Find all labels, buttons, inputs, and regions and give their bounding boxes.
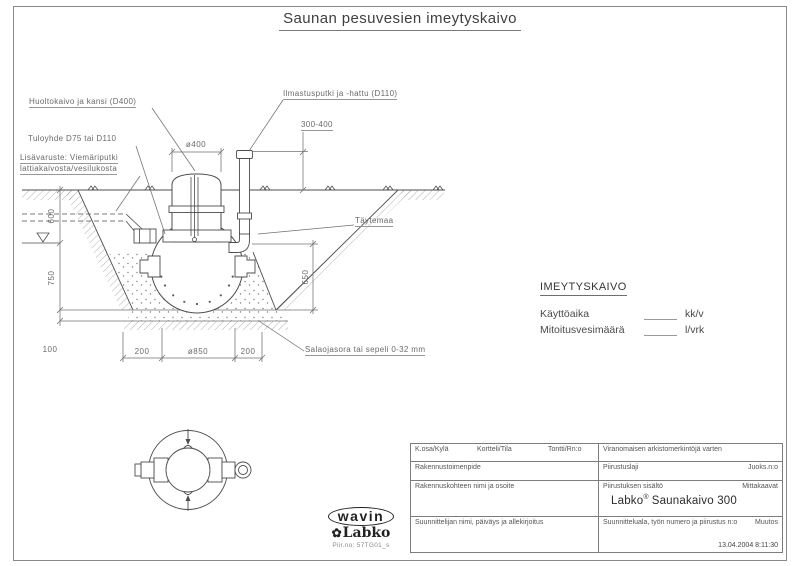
spec-blank-field [644, 309, 677, 320]
tank-right-socket [234, 255, 256, 278]
dim-shaft-diameter: ø400 [186, 140, 206, 149]
callout-taytemaa: Täytemaa [355, 216, 394, 227]
cell-viranomaisen: Viranomaisen arkistomerkintöjä varten [603, 446, 722, 453]
callout-lisavaruste: Lisävaruste: Viemäriputki lattiakaivosta… [20, 153, 118, 175]
spec-blank-field [644, 325, 677, 336]
company-logo: wavin ✿Labko Piir.no: 57TG01_s [318, 507, 404, 549]
spec-row-kayttoaika: Käyttöaika kk/v [540, 308, 720, 320]
cell-suunnittelijan: Suunnittelijan nimi, päiväys ja allekirj… [411, 517, 599, 552]
callout-huoltokaivo: Huoltokaivo ja kansi (D400) [29, 97, 137, 108]
wavin-logo: wavin [327, 507, 395, 526]
spec-label: Mitoitusvesimäärä [540, 324, 625, 336]
labko-flower-icon: ✿ [331, 526, 342, 540]
dim-tank-diameter: ø850 [188, 347, 208, 356]
cell-rakennuskohteen: Rakennuskohteen nimi ja osoite [411, 481, 599, 516]
dim-bed-left: 200 [135, 347, 150, 356]
dim-tank-height: 650 [301, 270, 310, 285]
callout-ilmastusputki: Ilmastusputki ja -hattu (D110) [283, 89, 398, 100]
dim-depth-mid: 750 [47, 271, 56, 286]
callout-salaojasora: Salaojasora tai sepeli 0-32 mm [305, 345, 426, 356]
cell-piirustuksen-sisalto: Piirustuksen sisältö Mittakaavat Labko®S… [603, 483, 778, 507]
dim-bed-right: 200 [241, 347, 256, 356]
cell-rakennustoimenpide: Rakennustoimenpide [411, 462, 599, 480]
dim-bed-thickness: 100 [43, 345, 58, 354]
leader-lines [115, 99, 355, 352]
vent-elbow [228, 231, 250, 253]
vent-cap [236, 150, 253, 159]
grass-tufts [87, 185, 444, 191]
dimension-labels: 600 750 100 650 ø400 200 ø850 200 [43, 140, 310, 356]
soil-hatching [22, 190, 444, 330]
page-title-wrap: Saunan pesuvesien imeytyskaivo [0, 10, 800, 31]
title-block-row3: Rakennuskohteen nimi ja osoite Piirustuk… [411, 480, 782, 516]
dim-depth-top: 600 [47, 209, 56, 224]
tank-perforations [160, 275, 234, 306]
telescope-lines [190, 175, 199, 242]
access-shaft [162, 173, 232, 243]
page-frame [13, 6, 787, 561]
labko-logo: ✿Labko [331, 525, 391, 541]
callout-tuloyhde: Tuloyhde D75 tai D110 [28, 134, 117, 143]
page-title: Saunan pesuvesien imeytyskaivo [279, 10, 521, 31]
title-block-row4: Suunnittelijan nimi, päiväys ja allekirj… [411, 516, 782, 552]
dim-vent-height: 300-400 [301, 120, 333, 131]
cell-piirustuslaji: Piirustuslaji Juoks.n:o [603, 464, 778, 471]
spec-unit: l/vrk [685, 324, 705, 336]
plan-view [134, 429, 252, 511]
cell-suunnitteluala: Suunnitteluala, työn numero ja piirustus… [603, 519, 778, 549]
inlet-pipe [22, 213, 157, 244]
spec-panel: IMEYTYSKAIVO Käyttöaika kk/v Mitoitusves… [540, 277, 720, 340]
vent-pipe [228, 150, 253, 253]
spec-label: Käyttöaika [540, 308, 590, 320]
spec-unit: kk/v [685, 308, 704, 320]
spec-heading: IMEYTYSKAIVO [540, 281, 627, 296]
drawing-content-title: Labko®Saunakaivo 300 [611, 494, 737, 507]
tank [139, 220, 256, 314]
tank-left-socket [139, 255, 161, 278]
spec-row-mitoitus: Mitoitusvesimäärä l/vrk [540, 324, 720, 336]
drawing-number: Piir.no: 57TG01_s [332, 542, 390, 549]
title-block-row2: Rakennustoimenpide Piirustuslaji Juoks.n… [411, 461, 782, 480]
section-arrows [185, 429, 191, 511]
water-level-symbol [22, 232, 60, 244]
timestamp: 13.04.2004 8:11:30 [718, 542, 778, 549]
dimension-lines [56, 132, 317, 362]
